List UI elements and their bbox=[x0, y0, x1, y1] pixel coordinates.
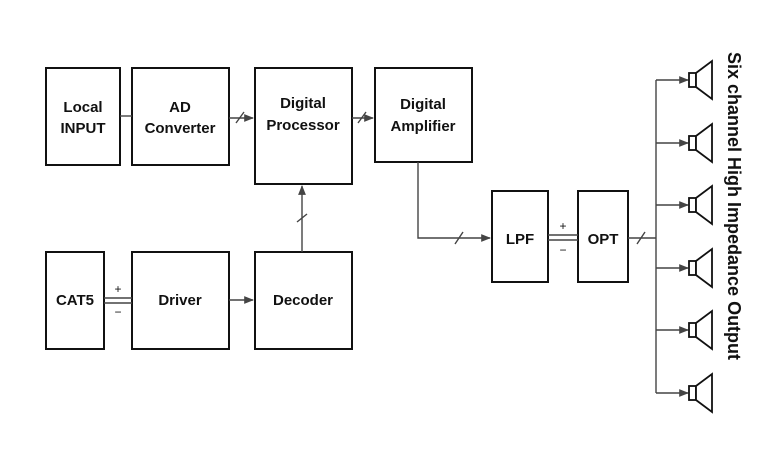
digital-processor-label-1: Digital bbox=[280, 95, 326, 112]
decoder-block: Decoder bbox=[254, 251, 353, 350]
digital-processor-label-2: Processor bbox=[266, 117, 340, 134]
ad-converter-label-1: AD bbox=[169, 99, 191, 116]
plus-sign: + bbox=[559, 219, 566, 233]
output-label: Six channel High Impedance Output bbox=[724, 52, 744, 360]
opt-block: OPT bbox=[577, 190, 629, 283]
local-input-block: Local INPUT bbox=[45, 67, 121, 166]
plus-sign: + bbox=[114, 282, 121, 296]
digital-amplifier-label-2: Amplifier bbox=[390, 118, 455, 135]
driver-label: Driver bbox=[158, 292, 202, 309]
cat5-driver-pair: + − bbox=[104, 282, 132, 319]
local-input-label-1: Local bbox=[63, 99, 102, 116]
local-input-label-2: INPUT bbox=[61, 120, 106, 137]
lpf-label: LPF bbox=[506, 231, 534, 248]
speaker-icon bbox=[656, 372, 713, 414]
driver-block: Driver bbox=[131, 251, 230, 350]
bus-slash bbox=[357, 111, 367, 124]
cat5-label: CAT5 bbox=[56, 292, 94, 309]
digital-processor-block: Digital Processor bbox=[254, 67, 353, 185]
bus-slash bbox=[296, 213, 308, 223]
minus-sign: − bbox=[114, 305, 121, 319]
speaker-array bbox=[656, 59, 713, 414]
speaker-icon bbox=[656, 59, 713, 101]
digital-amplifier-label-1: Digital bbox=[400, 96, 446, 113]
wire-amplifier-to-lpf bbox=[417, 162, 491, 242]
speaker-icon bbox=[656, 247, 713, 289]
decoder-label: Decoder bbox=[273, 292, 333, 309]
lpf-block: LPF bbox=[491, 190, 549, 283]
minus-sign: − bbox=[559, 243, 566, 257]
bus-slash bbox=[636, 231, 646, 245]
speaker-icon bbox=[656, 309, 713, 351]
lpf-opt-pair: + − bbox=[548, 219, 578, 257]
bus-slash bbox=[235, 111, 245, 124]
ad-converter-block: AD Converter bbox=[131, 67, 230, 166]
speaker-icon bbox=[656, 184, 713, 226]
bus-slash bbox=[454, 231, 464, 245]
digital-amplifier-block: Digital Amplifier bbox=[374, 67, 473, 163]
opt-label: OPT bbox=[588, 231, 619, 248]
cat5-block: CAT5 bbox=[45, 251, 105, 350]
speaker-icon bbox=[656, 122, 713, 164]
ad-converter-label-2: Converter bbox=[145, 120, 216, 137]
